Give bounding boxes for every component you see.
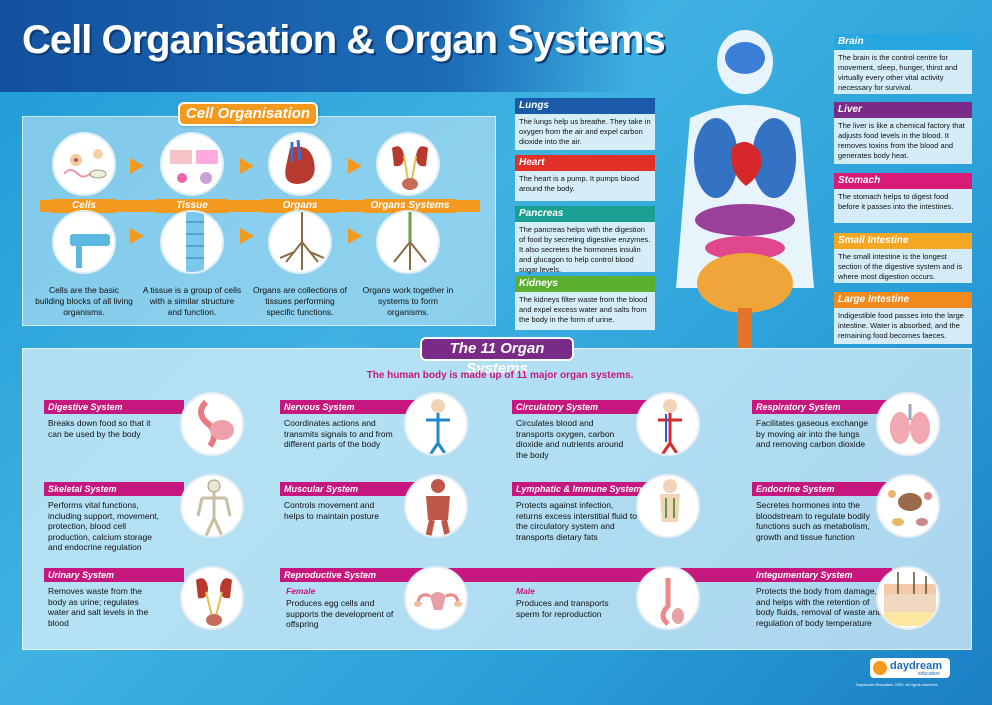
organ-roots-image <box>268 210 332 274</box>
page-title: Cell Organisation & Organ Systems <box>22 18 666 62</box>
organ-label-heart: Heart <box>515 155 655 171</box>
organ-systems-subtitle: The human body is made up of 11 major or… <box>366 370 634 381</box>
arrow-right-icon <box>130 158 144 174</box>
tissue-closeup-image <box>160 210 224 274</box>
system-label-muscular: Muscular System <box>280 482 420 496</box>
system-label-nervous: Nervous System <box>280 400 420 414</box>
organ-label-small-intestine: Small Intestine <box>834 233 972 249</box>
muscular-system-image <box>404 474 468 538</box>
organs-image <box>268 132 332 196</box>
brand-logo: daydream education <box>870 658 950 678</box>
stage-desc-organs: Organs are collections of tissues perfor… <box>252 285 348 317</box>
organ-label-lungs: Lungs <box>515 98 655 114</box>
cell-closeup-image <box>52 210 116 274</box>
body-figure <box>660 28 830 350</box>
organ-label-liver: Liver <box>834 102 972 118</box>
system-desc-nervous: Coordinates actions and transmits signal… <box>284 418 393 449</box>
female-label: Female <box>286 586 316 596</box>
brand-tagline: education <box>918 671 940 677</box>
system-label-endocrine: Endocrine System <box>752 482 892 496</box>
arrow-right-icon <box>348 158 362 174</box>
urinary-system-image <box>180 566 244 630</box>
male-reproductive-image <box>636 566 700 630</box>
system-label-circulatory: Circulatory System <box>512 400 652 414</box>
female-reproductive-image <box>404 566 468 630</box>
organ-systems-image <box>376 132 440 196</box>
stage-desc-tissue: A tissue is a group of cells with a simi… <box>142 285 242 317</box>
male-label: Male <box>516 586 535 596</box>
circulatory-system-image <box>636 392 700 456</box>
lymphatic-system-image <box>636 474 700 538</box>
respiratory-system-image <box>876 392 940 456</box>
title-band <box>0 0 640 92</box>
cell-organisation-heading: Cell Organisation <box>178 102 318 126</box>
system-desc-circulatory: Circulates blood and transports oxygen, … <box>516 418 624 460</box>
organ-label-brain: Brain <box>834 34 972 50</box>
arrow-right-icon <box>240 158 254 174</box>
endocrine-system-image <box>876 474 940 538</box>
stage-desc-organ-systems: Organs work together in systems to form … <box>362 285 454 317</box>
brand-mark-icon <box>873 661 887 675</box>
digestive-system-image <box>180 392 244 456</box>
skeletal-system-image <box>180 474 244 538</box>
organ-label-large-intestine: Large Intestine <box>834 292 972 308</box>
brand-name: daydream <box>890 660 942 672</box>
system-desc-integumentary: Protects the body from damage, and helps… <box>756 586 883 628</box>
tissue-image <box>160 132 224 196</box>
integumentary-system-image <box>876 566 940 630</box>
organ-desc-small-intestine: The small intestine is the longest secti… <box>834 249 972 283</box>
organ-desc-heart: The heart is a pump. It pumps blood arou… <box>515 171 655 201</box>
male-desc: Produces and transports sperm for reprod… <box>516 598 609 619</box>
system-desc-lymphatic-immune: Protects against infection, returns exce… <box>516 500 637 542</box>
stage-label-organs: Organs <box>262 199 338 213</box>
copyright: Daydream Education 2020. All rights rese… <box>856 682 939 687</box>
system-label-skeletal: Skeletal System <box>44 482 184 496</box>
system-label-digestive: Digestive System <box>44 400 184 414</box>
arrow-right-icon <box>130 228 144 244</box>
system-desc-respiratory: Facilitates gaseous exchange by moving a… <box>756 418 868 449</box>
system-desc-endocrine: Secretes hormones into the bloodstream t… <box>756 500 870 542</box>
organ-label-pancreas: Pancreas <box>515 206 655 222</box>
system-desc-skeletal: Performs vital functions, including supp… <box>48 500 160 552</box>
female-desc: Produces egg cells and supports the deve… <box>286 598 394 629</box>
organ-desc-liver: The liver is like a chemical factory tha… <box>834 118 972 164</box>
system-desc-urinary: Removes waste from the body as urine; re… <box>48 586 149 628</box>
system-desc-muscular: Controls movement and helps to maintain … <box>284 500 379 521</box>
stage-label-tissue: Tissue <box>156 199 228 213</box>
stage-desc-cells: Cells are the basic building blocks of a… <box>35 285 133 317</box>
stage-label-cells: Cells <box>52 199 116 213</box>
system-label-respiratory: Respiratory System <box>752 400 892 414</box>
system-label-urinary: Urinary System <box>44 568 184 582</box>
organ-label-kidneys: Kidneys <box>515 276 655 292</box>
organ-systems-heading: The 11 Organ Systems <box>420 337 574 377</box>
organ-label-stomach: Stomach <box>834 173 972 189</box>
system-desc-digestive: Breaks down food so that it can be used … <box>48 418 151 439</box>
system-label-lymphatic-immune: Lymphatic & Immune System <box>512 482 652 496</box>
arrow-right-icon <box>240 228 254 244</box>
organ-desc-large-intestine: Indigestible food passes into the large … <box>834 308 972 344</box>
system-roots-image <box>376 210 440 274</box>
organ-desc-lungs: The lungs help us breathe. They take in … <box>515 114 655 150</box>
stage-label-organ-systems: Organs Systems <box>364 199 456 213</box>
nervous-system-image <box>404 392 468 456</box>
cells-image <box>52 132 116 196</box>
organ-desc-brain: The brain is the control centre for move… <box>834 50 972 94</box>
organ-desc-pancreas: The pancreas helps with the digestion of… <box>515 222 655 274</box>
organ-desc-stomach: The stomach helps to digest food before … <box>834 189 972 223</box>
system-label-integumentary: Integumentary System <box>752 568 892 582</box>
organ-desc-kidneys: The kidneys filter waste from the blood … <box>515 292 655 330</box>
arrow-right-icon <box>348 228 362 244</box>
